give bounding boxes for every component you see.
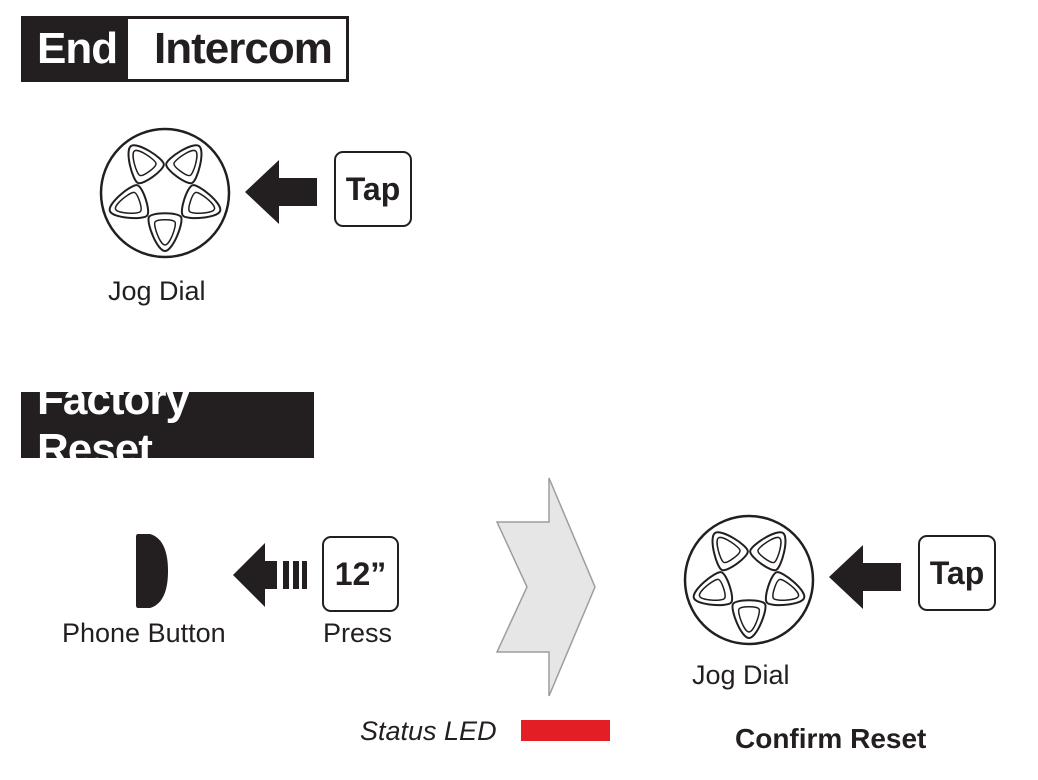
header-end-label: End bbox=[21, 16, 125, 82]
tap-key: Tap bbox=[918, 535, 996, 611]
jog-dial-label: Jog Dial bbox=[108, 276, 206, 306]
tap-key: Tap bbox=[334, 151, 412, 227]
left-arrow-icon bbox=[245, 160, 317, 224]
phone-button-label: Phone Button bbox=[62, 618, 226, 648]
header-intercom-label: Intercom bbox=[125, 16, 349, 82]
press-duration-key: 12” bbox=[322, 536, 399, 612]
left-arrow-icon bbox=[829, 545, 901, 609]
transition-arrow-icon bbox=[495, 477, 596, 697]
status-led-indicator bbox=[521, 720, 610, 741]
phone-button-icon bbox=[136, 534, 168, 608]
factory-reset-header: Factory Reset bbox=[21, 375, 314, 474]
confirm-reset-label: Confirm Reset bbox=[735, 723, 927, 754]
jog-dial-icon bbox=[683, 514, 815, 646]
header-factory-reset-label: Factory Reset bbox=[21, 375, 314, 474]
status-led-label: Status LED bbox=[360, 716, 497, 746]
jog-dial-icon bbox=[99, 127, 231, 259]
end-intercom-header: End Intercom bbox=[21, 16, 349, 82]
jog-dial-label: Jog Dial bbox=[692, 660, 790, 690]
press-arrow-icon bbox=[233, 543, 307, 607]
press-caption: Press bbox=[323, 618, 393, 648]
